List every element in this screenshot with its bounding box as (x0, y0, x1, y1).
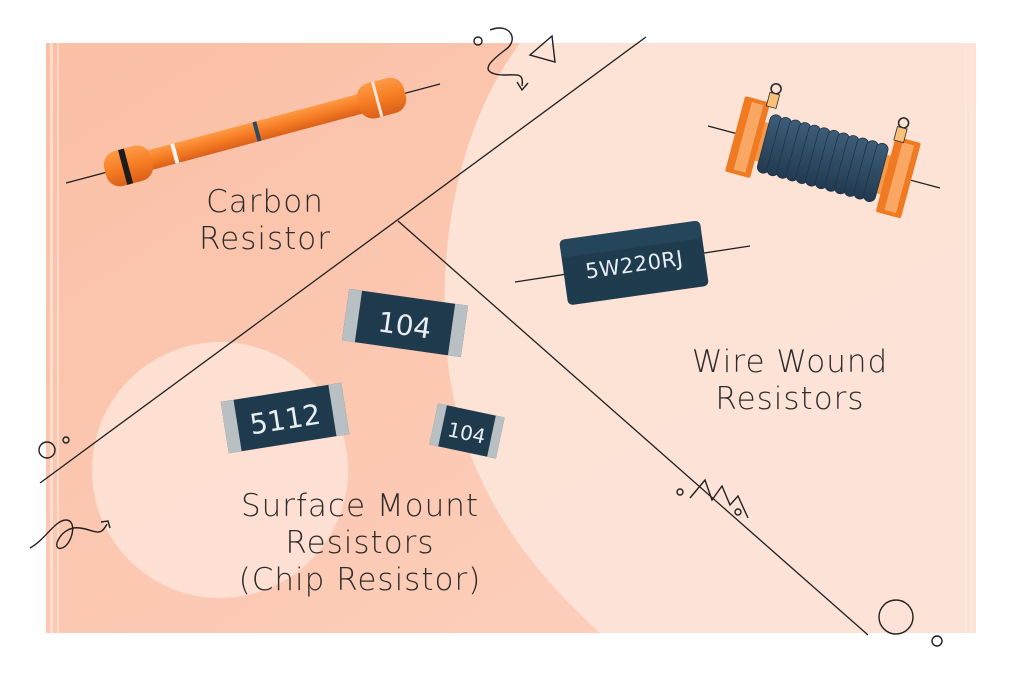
wire-wound-resistor (707, 82, 941, 219)
chip-resistor-left: 5112 (220, 382, 350, 454)
label-surface-mount-line-2: Resistors (285, 525, 435, 561)
label-carbon-resistor: Carbon Resistor (180, 184, 350, 258)
label-surface-mount-line-3: (Chip Resistor) (238, 562, 482, 598)
label-wire-wound-line-2: Resistors (715, 381, 865, 417)
label-carbon-line-1: Carbon (206, 184, 324, 220)
chip-top-marking: 104 (376, 305, 434, 345)
doodle-left-swirl (29, 519, 111, 549)
doodle-left-circles (38, 436, 70, 459)
carbon-resistor (65, 77, 441, 187)
doodle-bottom-circles (878, 599, 943, 647)
chip-resistor-top: 104 (341, 288, 469, 358)
divider-lines (39, 36, 869, 636)
ceramic-resistor: 5W220RJ (514, 220, 751, 305)
label-carbon-line-2: Resistor (199, 221, 331, 257)
chip-resistor-small: 104 (429, 403, 505, 459)
doodle-zigzag (676, 478, 749, 519)
doodle-top (473, 27, 556, 92)
label-surface-mount-line-1: Surface Mount (240, 488, 480, 524)
label-surface-mount-resistors: Surface Mount Resistors (Chip Resistor) (225, 488, 495, 599)
label-wire-wound-line-1: Wire Wound (691, 344, 889, 380)
label-wire-wound-resistors: Wire Wound Resistors (680, 344, 900, 418)
